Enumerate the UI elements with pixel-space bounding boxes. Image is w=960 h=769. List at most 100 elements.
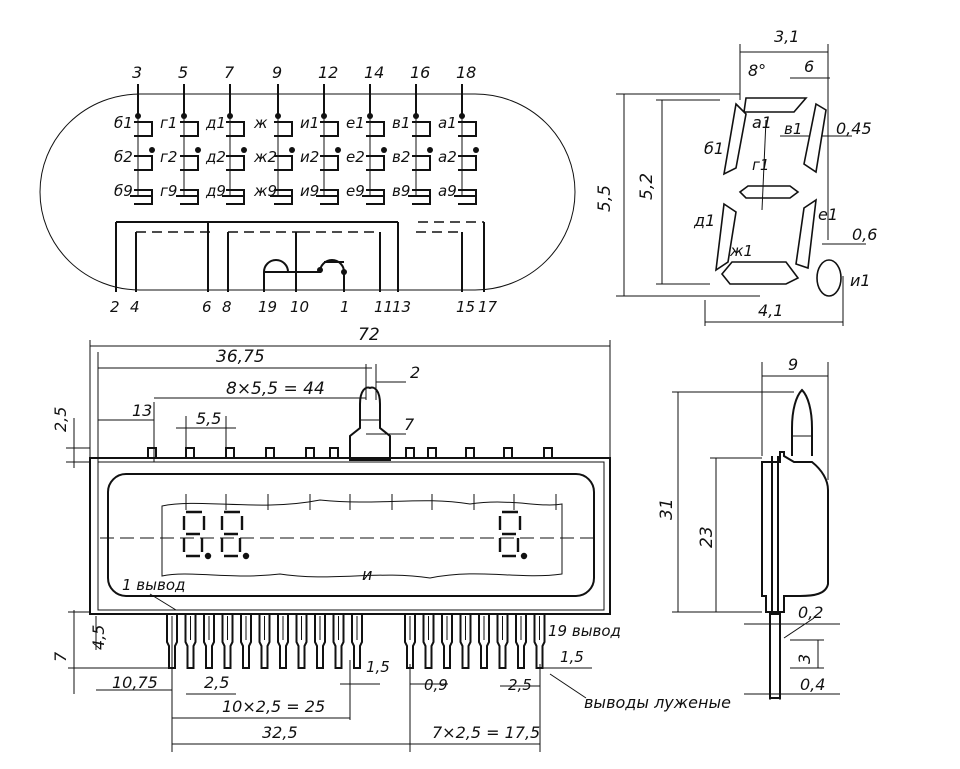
dim-right-group: 7×2,5 = 17,5 [432,723,540,742]
dim-left-total: 32,5 [262,723,298,742]
bottom-leads [166,614,546,669]
segment-bracket [134,121,153,137]
segment-label: а9 [438,182,457,200]
dim-lead-w: 1,5 [366,658,390,676]
segment-bracket [226,155,245,171]
dim-width-top: 3,1 [774,27,799,46]
segment-bracket [226,121,245,137]
dim-left-group: 10×2,5 = 25 [222,697,325,716]
side-dim-height: 31 [657,498,677,520]
decimal-point [816,259,842,297]
side-tip [791,388,813,456]
lead-pin [422,614,435,669]
top-pin-number: 9 [272,63,282,82]
junction [241,147,247,153]
dim-offset-7: 7 [404,415,415,434]
side-lead [769,613,781,699]
segment-label: в1 [392,114,410,132]
top-contact [405,447,415,459]
tube-body-inner [97,461,605,611]
top-contact [427,447,437,459]
top-contact [147,447,157,459]
top-contact [305,447,315,459]
dim-bottom-lead: 7 [51,651,70,662]
tinned-leads-label: выводы луженые [584,693,731,712]
lead-pin [496,614,509,669]
label-d1: д1 [693,211,715,230]
top-pin-number: 18 [456,63,476,82]
top-contact [265,447,275,459]
segment-bracket [320,155,339,171]
segment-bracket [320,121,339,137]
segment-d [714,202,737,272]
top-contact [329,447,339,459]
segment-bracket [458,155,477,171]
dim-overall: 72 [358,325,380,345]
dim-height-outer: 5,5 [595,185,615,212]
bottom-pin-number: 17 [478,298,498,316]
bottom-pin-number: 6 [202,298,212,316]
segment-label: д1 [205,114,226,132]
lead-pin [258,614,271,669]
top-pin-number: 7 [224,63,235,82]
lead-pin [203,614,215,669]
segment-label: а2 [438,148,457,166]
label-i1: и1 [850,271,871,290]
digit-segment-detail: 3,1 8° 6 0,45 0,6 4,1 5,5 5,2 а1 б1 в1 г… [595,27,877,326]
segment-label: ж [253,114,268,132]
dim-tip: 2 [410,363,420,382]
top-contact [185,447,195,459]
side-dim-gap: 0,2 [798,603,823,622]
segment-label: и1 [300,114,319,132]
display-window [107,473,595,597]
lead-pin [221,614,234,669]
dim-pin-spacing: 5,5 [196,409,221,428]
front-view: 72 36,75 2 8×5,5 = 44 13 5,5 7 2,5 и 1 в… [51,325,731,752]
dim-angle: 8° [748,61,766,80]
label-zh1: ж1 [729,242,753,260]
bottom-pin-number: 13 [392,298,411,316]
lead-pin [459,614,472,669]
bottom-pin-number: 10 [290,298,309,316]
top-pin-number: 14 [364,63,384,82]
lead-pin [295,614,308,669]
junction [195,147,201,153]
dim-width-bottom: 4,1 [758,301,783,320]
top-pin-number: 16 [410,63,430,82]
label-a1: а1 [752,113,772,132]
segment-bracket [412,155,431,171]
dim-half: 36,75 [216,347,265,367]
junction [427,147,433,153]
junction [381,147,387,153]
dim-dot-gap: 0,6 [852,225,877,244]
lead-pin [478,614,490,669]
junction [149,147,155,153]
dim-pitch: 8×5,5 = 44 [226,379,325,399]
sample-digits [182,510,528,560]
glass-outline [161,499,563,579]
dim-top-pin: 2,5 [51,407,70,432]
segment-bracket [458,121,477,137]
segment-label: в9 [392,182,410,200]
segment-label: е2 [346,148,365,166]
segment-bracket [180,121,199,137]
segment-label: в2 [392,148,410,166]
segment-label: д9 [205,182,226,200]
segment-label: д2 [205,148,226,166]
segment-label: и9 [300,182,319,200]
segment-b [722,102,747,176]
bottom-pin-number: 11 [374,298,393,316]
lead-pin [240,614,252,669]
side-body [761,451,829,613]
segment-a [743,97,808,113]
segment-v [803,102,827,174]
side-dim-inner: 23 [697,526,717,548]
lead-pin [441,614,453,669]
top-pin-number: 12 [318,63,338,82]
pin19-label: 19 вывод [548,622,621,640]
bottom-pin-number: 1 [340,298,350,316]
grid-electrodes [115,221,485,292]
dim-offset-13: 13 [132,401,152,420]
